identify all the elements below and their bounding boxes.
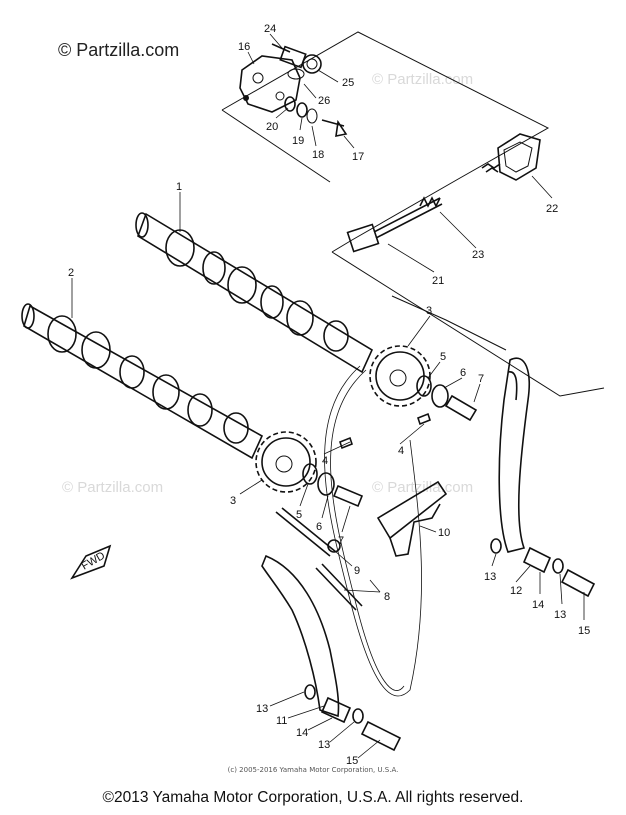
- callout-3-upper: 3: [426, 305, 432, 317]
- copyright-main: ©2013 Yamaha Motor Corporation, U.S.A. A…: [102, 789, 524, 806]
- callout-13-left-a: 13: [256, 703, 268, 715]
- callout-3-lower: 3: [230, 495, 236, 507]
- guide-bolt: [360, 720, 402, 752]
- chain-nut: [327, 539, 341, 553]
- callout-5-upper: 5: [440, 351, 446, 363]
- chain-tensioner-guide-right: [498, 357, 530, 553]
- callout-6-upper: 6: [460, 367, 466, 379]
- watermark-text: © Partzilla.com: [372, 479, 473, 496]
- sprocket-washer-lower: [302, 463, 318, 485]
- callout-25: 25: [342, 77, 354, 89]
- tensioner-bolt: [321, 119, 348, 138]
- callout-13-left-b: 13: [318, 739, 330, 751]
- tensioner-washer: [284, 96, 296, 112]
- callout-19: 19: [292, 135, 304, 147]
- tensioner-gasket: [287, 68, 305, 80]
- partzilla-watermark-brand: © Partzilla.com: [58, 40, 180, 60]
- cam-chain-guide: [376, 480, 448, 557]
- callout-2: 2: [68, 267, 74, 279]
- tensioner-spring: [481, 163, 501, 173]
- guide-collar: [320, 696, 352, 724]
- callout-1: 1: [176, 181, 182, 193]
- tensioner-cap: [302, 54, 322, 74]
- callout-16: 16: [238, 41, 250, 53]
- callout-22: 22: [546, 203, 558, 215]
- sprocket-plate-lower: [317, 472, 335, 496]
- callout-9: 9: [354, 565, 360, 577]
- callout-5-lower: 5: [296, 509, 302, 521]
- guide-collar: [522, 546, 552, 574]
- watermark-text: © Partzilla.com: [62, 479, 163, 496]
- sprocket-plate-upper: [431, 384, 449, 408]
- callout-10: 10: [438, 527, 450, 539]
- callout-12: 12: [510, 585, 522, 597]
- cam-chain: [324, 365, 422, 697]
- callout-26: 26: [318, 95, 330, 107]
- tensioner-washer: [296, 102, 318, 124]
- tensioner-rod-spring: [419, 196, 441, 208]
- callout-14-right: 14: [532, 599, 544, 611]
- sprocket-bolt-lower: [332, 484, 364, 508]
- copyright-small: (c) 2005-2016 Yamaha Motor Corporation, …: [227, 766, 399, 774]
- callout-leaders: [71, 33, 585, 759]
- callout-4-lower: 4: [322, 455, 328, 467]
- callout-8: 8: [384, 591, 390, 603]
- callout-17: 17: [352, 151, 364, 163]
- chain-tensioner-guide-left: [261, 554, 340, 718]
- dowel-pin: [339, 436, 353, 450]
- camshaft-1: [135, 212, 374, 374]
- guide-bolt: [560, 568, 596, 598]
- guide-washer: [490, 538, 564, 574]
- tensioner-bolt-small: [271, 43, 291, 53]
- tensioner-boundary-line: [221, 109, 331, 183]
- callout-13-right-b: 13: [554, 609, 566, 621]
- watermark-text: © Partzilla.com: [372, 71, 473, 88]
- chain-link-set: [275, 507, 363, 611]
- callout-6-lower: 6: [316, 521, 322, 533]
- callout-20: 20: [266, 121, 278, 133]
- callout-15-left: 15: [346, 755, 358, 767]
- callout-4-upper: 4: [398, 445, 404, 457]
- callout-13-right-a: 13: [484, 571, 496, 583]
- guide-washer: [304, 684, 364, 724]
- callout-24: 24: [264, 23, 276, 35]
- callout-23: 23: [472, 249, 484, 261]
- sprocket-bolt-upper: [444, 394, 478, 422]
- callout-21: 21: [432, 275, 444, 287]
- tensioner-cover: [497, 133, 541, 181]
- callout-15-right: 15: [578, 625, 590, 637]
- dowel-pin: [417, 412, 431, 426]
- sprocket-washer-upper: [416, 375, 432, 397]
- callout-11: 11: [276, 715, 287, 727]
- forward-direction-arrow: FWD: [70, 544, 112, 580]
- callout-14-left: 14: [296, 727, 308, 739]
- camshaft-2: [21, 303, 264, 460]
- cam-sprocket-lower: [255, 431, 317, 493]
- chain-boundary-line: [391, 295, 507, 351]
- callout-7-lower: 7: [338, 535, 344, 547]
- callout-7-upper: 7: [478, 373, 484, 385]
- chain-boundary-line: [331, 251, 605, 397]
- callout-18: 18: [312, 149, 324, 161]
